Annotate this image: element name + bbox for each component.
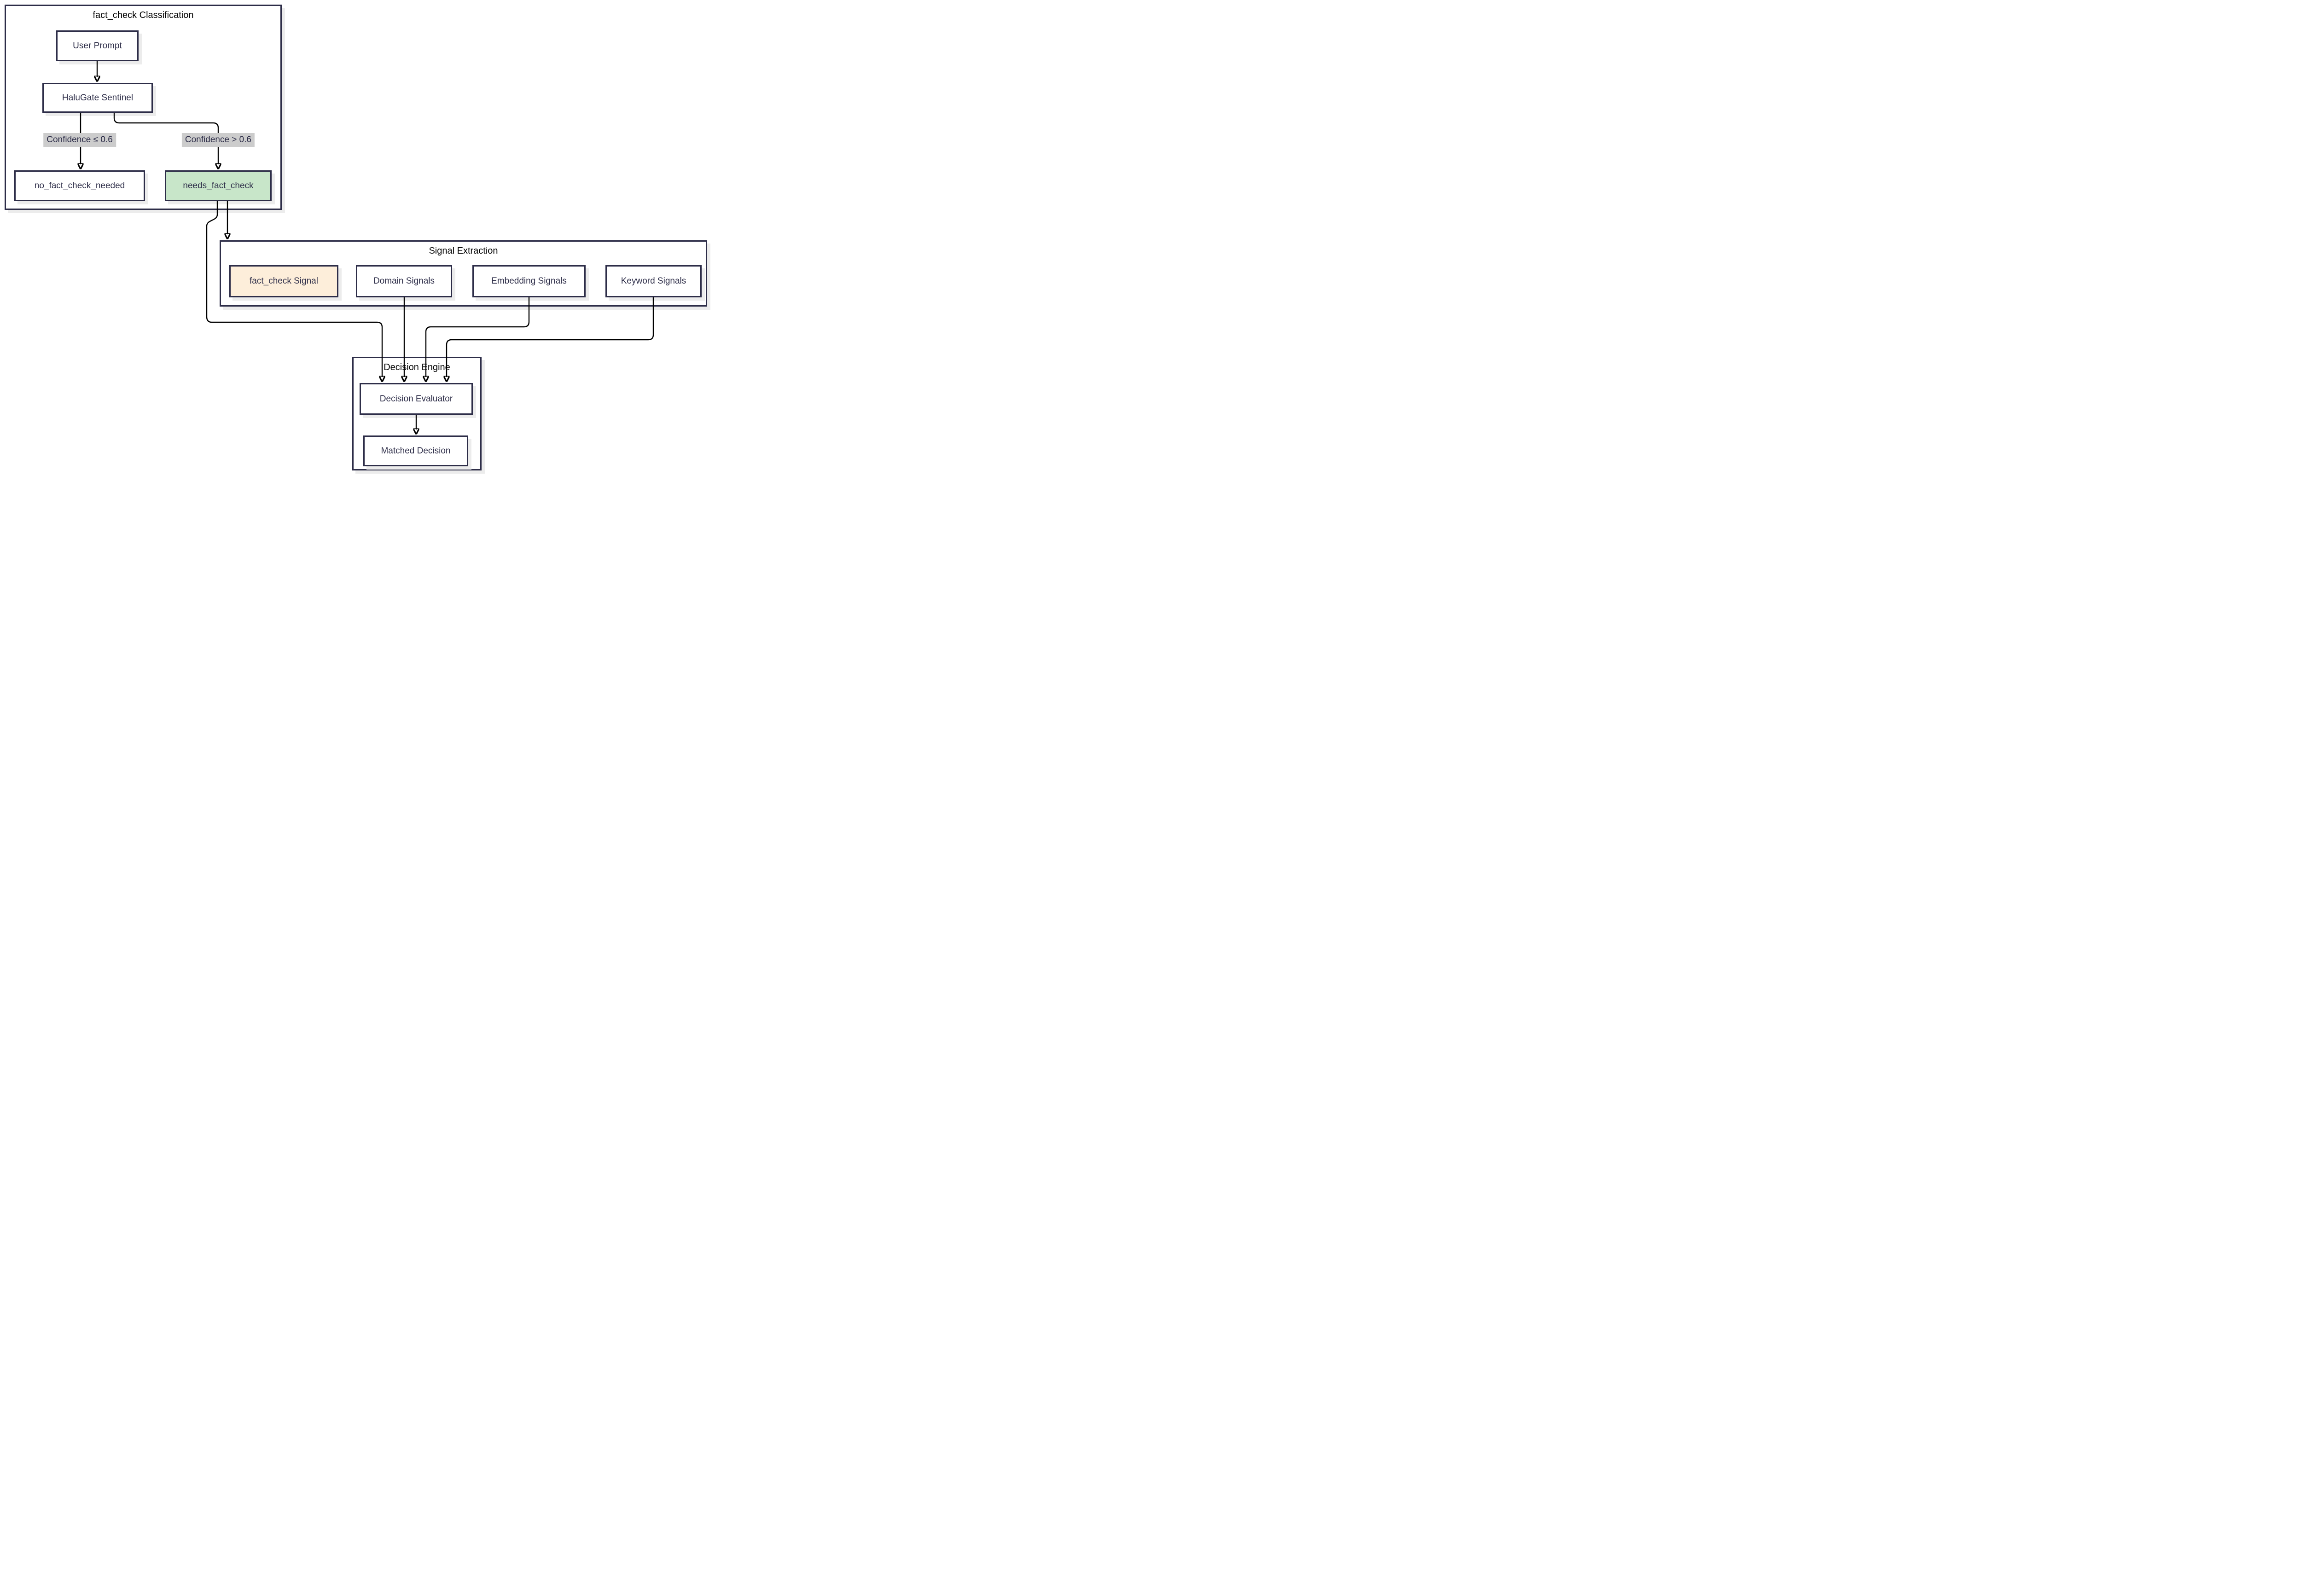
subgraph-title-fact-check-classification: fact_check Classification (93, 10, 194, 20)
node-fact-check-signal: fact_check Signal (229, 265, 338, 297)
node-no-fact-check-needed: no_fact_check_needed (14, 170, 145, 201)
node-needs-fact-check: needs_fact_check (165, 170, 272, 201)
subgraph-title-decision-engine: Decision Engine (384, 362, 450, 372)
node-embedding-signals: Embedding Signals (472, 265, 586, 297)
node-keyword-signals: Keyword Signals (605, 265, 702, 297)
node-domain-signals: Domain Signals (356, 265, 452, 297)
node-user-prompt: User Prompt (56, 30, 139, 61)
node-matched-decision: Matched Decision (363, 435, 468, 466)
node-halugate-sentinel: HaluGate Sentinel (42, 83, 153, 113)
flowchart-diagram: fact_check Classification Signal Extract… (0, 0, 712, 475)
edge-label-confidence-high: Confidence > 0.6 (181, 133, 255, 147)
subgraph-title-signal-extraction: Signal Extraction (429, 246, 498, 256)
node-decision-evaluator: Decision Evaluator (360, 383, 473, 415)
edge-label-confidence-low: Confidence ≤ 0.6 (43, 133, 116, 147)
